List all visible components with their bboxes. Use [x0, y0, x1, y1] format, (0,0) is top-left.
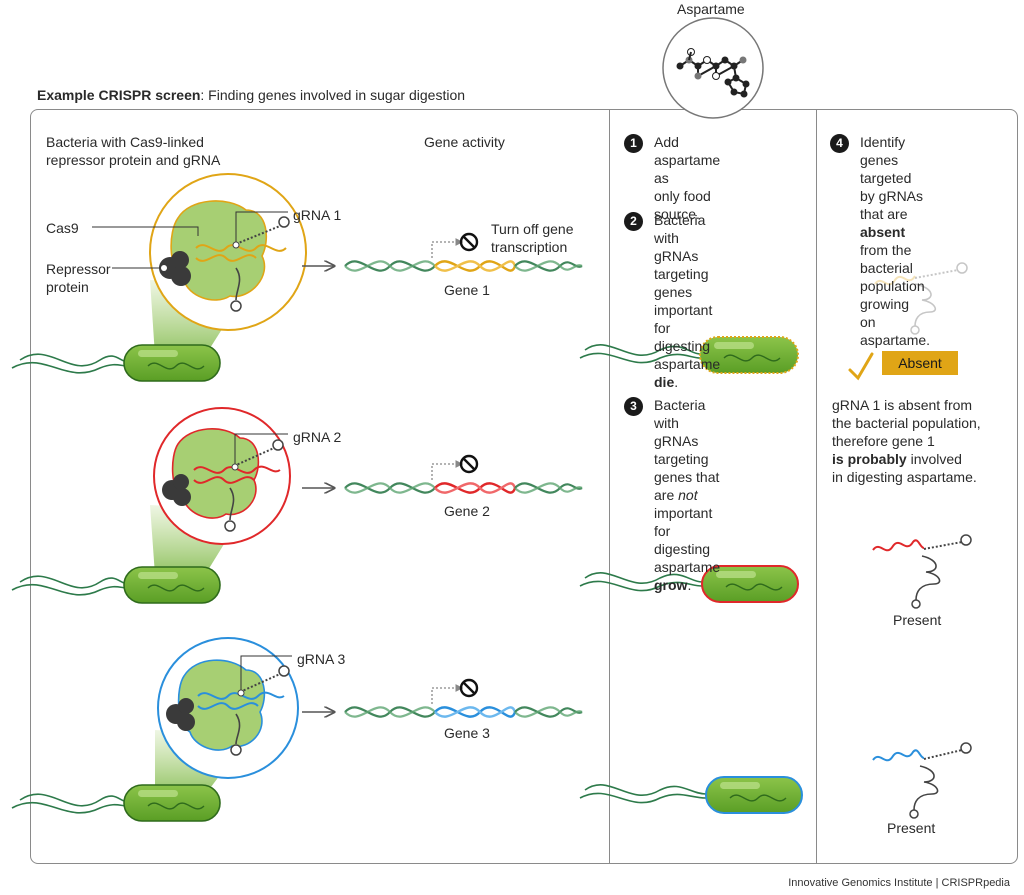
present-label-1: Present	[893, 612, 942, 628]
step-3-number: 3	[624, 397, 643, 416]
step-1-number: 1	[624, 134, 643, 153]
gene2-dna-icon	[344, 454, 583, 494]
gene3-dna-icon	[344, 678, 583, 718]
step-4-number: 4	[830, 134, 849, 153]
figure-title: Example CRISPR screen: Finding genes inv…	[37, 87, 466, 103]
absent-grna-icon	[874, 262, 968, 335]
row3-graphics	[11, 637, 583, 822]
gene3-label: Gene 3	[444, 725, 490, 741]
absent-badge: Absent	[882, 351, 958, 375]
gene2-label: Gene 2	[444, 503, 490, 519]
present-grna-blue-icon	[872, 742, 972, 819]
gene1-dna-icon	[344, 232, 583, 272]
step-2-number: 2	[624, 212, 643, 231]
column-divider-2	[816, 110, 817, 863]
present-label-2: Present	[887, 820, 936, 836]
aspartame-label: Aspartame	[677, 1, 745, 17]
grna3-label: gRNA 3	[297, 651, 346, 667]
conclusion-text: gRNA 1 is absent from the bacterial popu…	[832, 397, 981, 485]
row2-graphics	[11, 407, 583, 604]
credit-line: Innovative Genomics Institute | CRISPRpe…	[788, 877, 1010, 889]
grna2-label: gRNA 2	[293, 429, 342, 445]
aspartame-molecule-icon	[662, 17, 764, 119]
row1-graphics	[11, 173, 583, 382]
grna1-label: gRNA 1	[293, 207, 342, 223]
col3-bacteria	[579, 336, 803, 814]
checkmark-icon	[848, 352, 874, 381]
col2-title: Gene activity	[424, 134, 505, 150]
column-divider-1	[609, 110, 610, 863]
cas9-label: Cas9	[46, 220, 79, 236]
gene1-label: Gene 1	[444, 282, 490, 298]
diagram-frame	[30, 109, 1018, 864]
present-grna-red-icon	[872, 534, 972, 609]
